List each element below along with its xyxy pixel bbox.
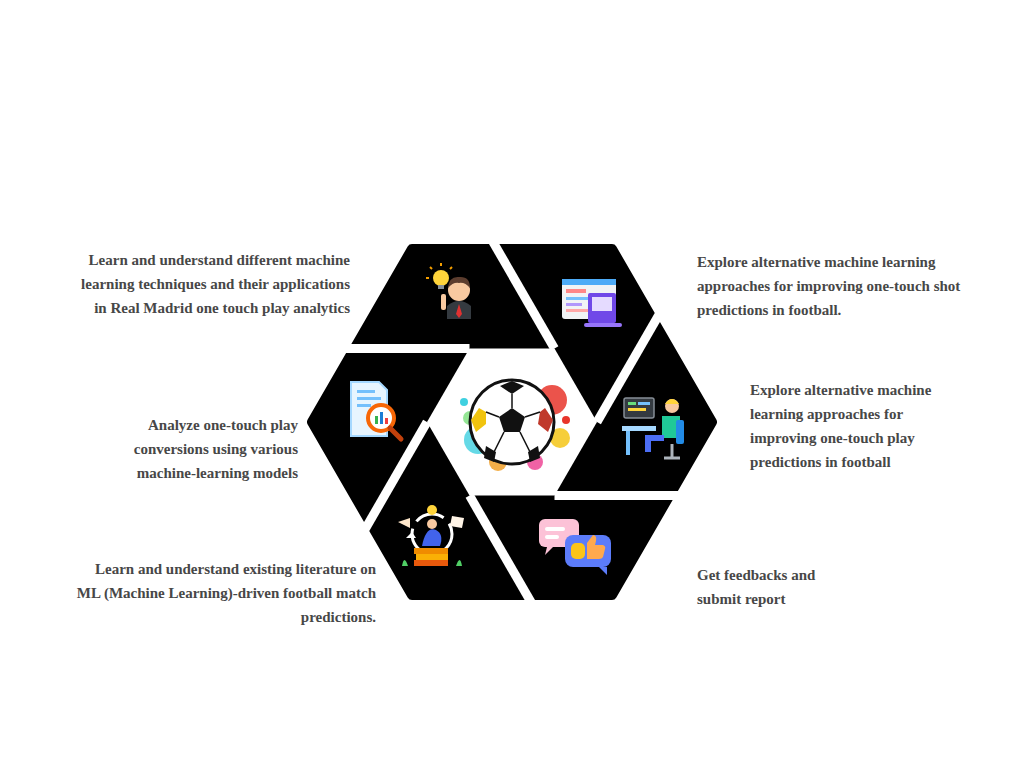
hexagon-ring [312,249,712,595]
gap-line [220,344,470,353]
study-books-icon [398,505,464,566]
step-label: Get feedbacks and submit report [697,563,837,611]
step-label: Explore alternative machine learning app… [697,250,1002,322]
step-label: Explore alternative machine learning app… [750,378,962,474]
report-magnifier-icon [351,382,401,439]
football [460,380,570,471]
gap-line [430,132,555,348]
inner-hexagon [427,348,597,495]
step-label: Learn and understand existing literature… [76,557,376,629]
step-label: Analyze one-touch play conversions using… [112,413,298,485]
step-label: Learn and understand different machine l… [76,248,350,320]
feedback-chat-icon [539,519,611,575]
desk-worker-icon [622,398,684,458]
gap-line [302,422,427,639]
gap-line [470,496,595,712]
gap-line [555,491,805,500]
idea-person-icon [426,263,471,319]
dashboard-icon [562,279,622,327]
